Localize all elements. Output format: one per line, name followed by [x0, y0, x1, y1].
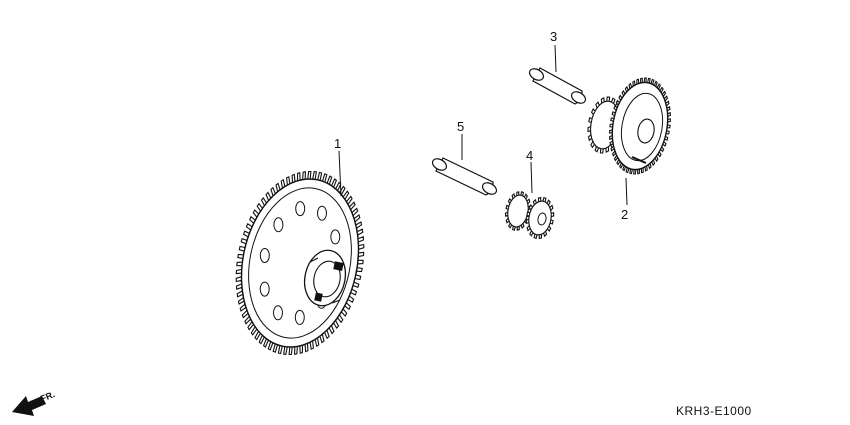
gear-1-hole	[330, 229, 341, 245]
gear-1-hole	[259, 281, 270, 297]
part-3-pin	[528, 67, 587, 105]
arrow-icon	[12, 396, 46, 416]
gear-1-hole	[259, 248, 270, 263]
part-1-large-gear	[235, 170, 365, 356]
callout-part-3: 3	[550, 29, 557, 44]
callout-part-5: 5	[457, 119, 464, 134]
gear-1-hole	[295, 201, 306, 217]
part-5-pin	[431, 157, 498, 196]
leader-lines	[338, 44, 628, 206]
diagram-code: KRH3-E1000	[676, 404, 752, 418]
gear-1-hole	[273, 305, 283, 321]
gear-1-hole	[294, 309, 305, 325]
front-direction-arrow: FR.	[12, 389, 56, 416]
direction-label: FR.	[39, 389, 56, 404]
part-4-small-gear	[504, 191, 555, 240]
gear-1-hole	[273, 217, 284, 233]
callout-part-1: 1	[334, 136, 341, 151]
callout-part-2: 2	[621, 207, 628, 222]
gear-1-hole	[317, 205, 327, 221]
part-2-double-gear	[587, 77, 671, 175]
callout-part-4: 4	[526, 148, 533, 163]
